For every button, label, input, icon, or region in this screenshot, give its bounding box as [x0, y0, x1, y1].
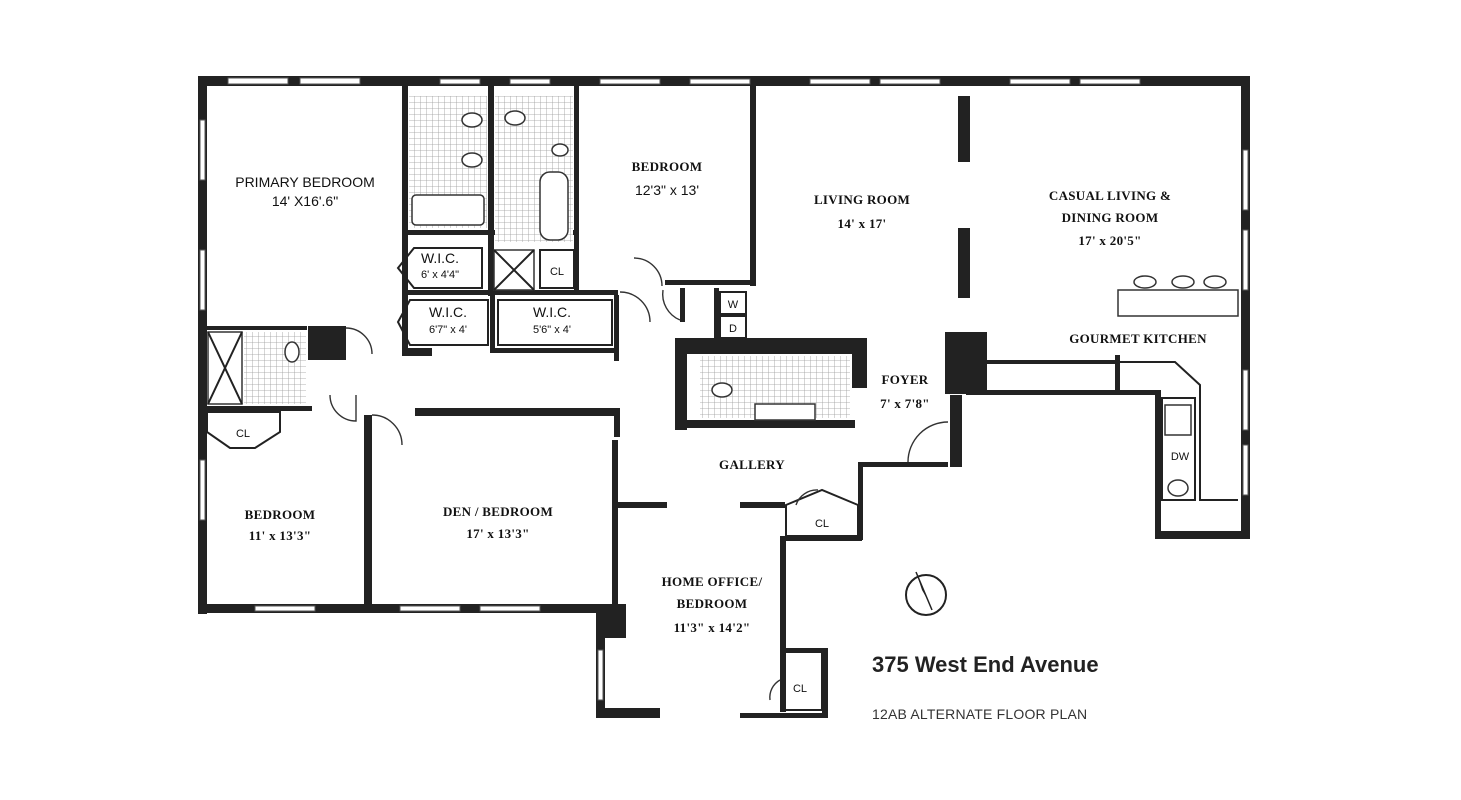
- plan-name: 12AB ALTERNATE FLOOR PLAN: [872, 706, 1088, 722]
- sink-icon: [1167, 479, 1189, 497]
- den-bedroom-name: DEN / BEDROOM: [443, 504, 553, 519]
- sink-icon: [551, 143, 569, 157]
- casual-living-name-1: CASUAL LIVING &: [1049, 188, 1171, 203]
- north-arrow-icon: [905, 571, 947, 616]
- home-office-name-1: HOME OFFICE/: [662, 574, 763, 589]
- toilet-icon: [504, 110, 526, 126]
- living-room-name: LIVING ROOM: [814, 192, 910, 207]
- range-icon: [1164, 404, 1192, 436]
- wic-1-name: W.I.C.: [421, 250, 459, 266]
- wic-3-name: W.I.C.: [533, 304, 571, 320]
- wic-2-size: 6'7" x 4': [429, 324, 467, 336]
- casual-living-size: 17' x 20'5": [1078, 233, 1141, 248]
- room-labels: PRIMARY BEDROOM 14' X16'.6" BEDROOM 12'3…: [235, 159, 1207, 695]
- closet-label: CL: [793, 683, 807, 695]
- home-office-name-2: BEDROOM: [677, 596, 748, 611]
- stool-icon: [1171, 275, 1195, 289]
- bedroom-north-size: 12'3" x 13': [635, 182, 699, 198]
- stool-icon: [1133, 275, 1157, 289]
- bedroom-west-name: BEDROOM: [245, 507, 316, 522]
- toilet-icon: [461, 112, 483, 128]
- doors: [329, 257, 949, 701]
- foyer-size: 7' x 7'8": [880, 396, 930, 411]
- wic-3-size: 5'6" x 4': [533, 324, 571, 336]
- closet-label: CL: [815, 518, 829, 530]
- wic-2-name: W.I.C.: [429, 304, 467, 320]
- den-bedroom-size: 17' x 13'3": [466, 526, 529, 541]
- vanity-icon: [754, 403, 816, 421]
- toilet-icon: [461, 152, 483, 168]
- living-room-size: 14' x 17': [838, 216, 887, 231]
- bathtub-icon: [539, 171, 569, 241]
- building-address: 375 West End Avenue: [872, 652, 1099, 677]
- closet-label: CL: [550, 266, 564, 278]
- interior-walls: [207, 86, 1161, 610]
- toilet-icon: [711, 382, 733, 398]
- bathtub-icon: [411, 194, 485, 226]
- gallery-name: GALLERY: [719, 457, 785, 472]
- kitchen-island: [1117, 289, 1239, 317]
- bedroom-north-name: BEDROOM: [632, 159, 703, 174]
- bedroom-west-size: 11' x 13'3": [249, 528, 312, 543]
- foyer-name: FOYER: [882, 372, 929, 387]
- gourmet-kitchen-name: GOURMET KITCHEN: [1069, 331, 1207, 346]
- stool-icon: [1203, 275, 1227, 289]
- closets: [206, 247, 859, 537]
- windows: [199, 77, 1249, 701]
- casual-living-name-2: DINING ROOM: [1062, 210, 1159, 225]
- dryer-label: D: [729, 323, 737, 335]
- primary-bedroom-name: PRIMARY BEDROOM: [235, 174, 375, 190]
- wic-1-size: 6' x 4'4": [421, 269, 459, 281]
- washer-label: W: [728, 299, 739, 311]
- toilet-icon: [284, 341, 300, 363]
- office-closet: [781, 651, 823, 711]
- primary-bedroom-size: 14' X16'.6": [272, 193, 338, 209]
- kitchen: [1117, 275, 1239, 501]
- closet-label: CL: [236, 428, 250, 440]
- dishwasher-label: DW: [1171, 451, 1190, 463]
- bathrooms: [207, 96, 850, 421]
- home-office-size: 11'3" x 14'2": [674, 620, 751, 635]
